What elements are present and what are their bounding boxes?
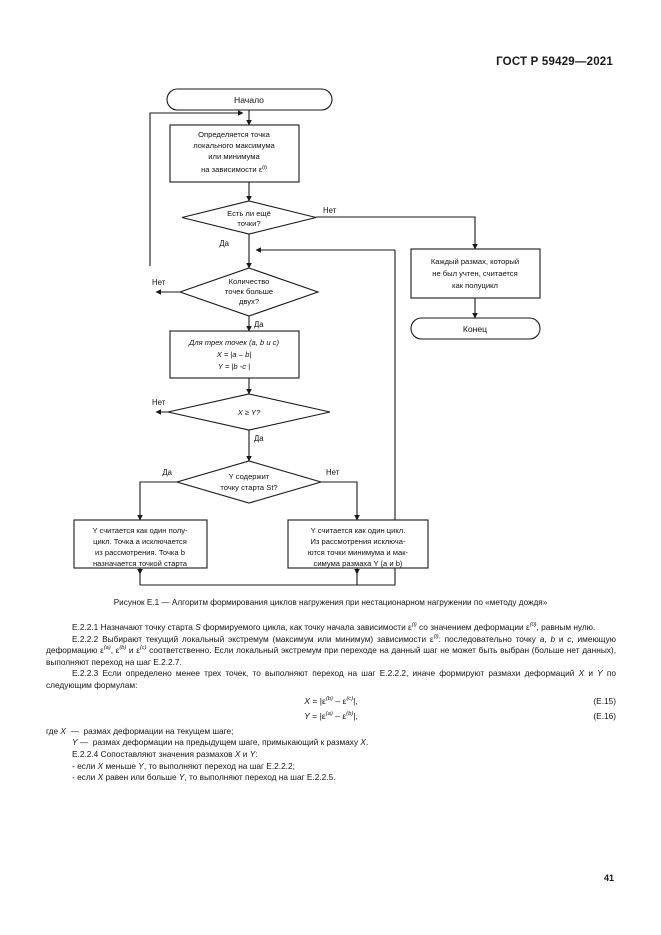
node-contains-start-line-2: точку старта St?: [220, 483, 277, 492]
node-find-point: Определяется точка локального максимума …: [169, 124, 300, 183]
node-three-points-line-2: X = |a – b|: [216, 350, 252, 359]
where-keyword: где: [46, 725, 59, 736]
paragraph-e221: Е.2.2.1 Назначают точку старта S формиру…: [72, 622, 596, 632]
figure-e1-flowchart: Начало Определяется точка локального мак…: [0, 82, 661, 592]
node-more-points-line-1: Есть ли ещё: [227, 209, 271, 218]
paragraph-e222-number: Е.2.2.2: [72, 633, 99, 644]
node-half-cycle-line-3: из рассмотрения. Точка b: [95, 548, 185, 557]
figure-caption: Рисунок Е.1 — Алгоритм формирования цикл…: [113, 598, 548, 607]
node-three-points-line-3: Y = |b -c |: [218, 362, 250, 371]
node-decision-contains-start: Y содержит точку старта St? Да Нет: [162, 460, 340, 504]
edge-contains-start-yes: [137, 481, 196, 521]
node-end-label: Конец: [463, 324, 487, 334]
node-half-cycle-line-2: цикл. Точка a исключается: [93, 537, 187, 546]
where-clause-x: где X — размах деформации на текущем шаг…: [46, 725, 234, 736]
node-contains-start-line-1: Y содержит: [229, 472, 270, 481]
node-find-point-line-4: на зависимости ε(i): [201, 165, 267, 174]
node-full-cycle-line-1: Y считается как один цикл.: [311, 526, 406, 535]
paragraph-e224: Е.2.2.4 Сопоставляют значения размахов X…: [72, 748, 258, 759]
paragraph-e224-number: Е.2.2.4: [72, 748, 99, 759]
paragraph-e221-number: Е.2.2.1: [72, 622, 99, 632]
node-decision-count: Количество точек больше двух? Нет Да: [152, 267, 320, 329]
node-full-cycle-line-2: Из рассмотрения исключа-: [310, 537, 406, 546]
formula-e16-number: (Е.16): [593, 711, 616, 722]
paragraph-e223-number: Е.2.2.3: [72, 668, 99, 679]
node-result-unaccounted: Каждый размах, который не был учтен, счи…: [410, 248, 541, 299]
edge-label-contains-start-no: Нет: [326, 468, 340, 477]
edge-label-compare-no: Нет: [152, 398, 166, 407]
paragraph-e222: Е.2.2.2 Выбирают текущий локальный экстр…: [46, 633, 616, 667]
bullet-x-less-than-y: - если X меньше Y, то выполняют переход …: [72, 760, 295, 771]
edge-loop-back-to-top: [149, 110, 244, 266]
edge-more-points-no: [316, 216, 478, 250]
bullet-x-greater-equal-y: - если X равен или больше Y, то выполняю…: [72, 772, 336, 783]
node-half-cycle-line-1: Y считается как один полу-: [92, 526, 188, 535]
edge-label-more-points-no: Нет: [323, 206, 337, 215]
node-start: Начало: [166, 88, 333, 111]
page-number: 41: [603, 873, 614, 883]
edge-label-more-points-yes: Да: [219, 239, 229, 248]
body-text-block: Е.2.2.1 Назначают точку старта S формиру…: [46, 622, 616, 784]
formula-e15-row: X = |ε(b) – ε(c)|, (Е.15): [46, 696, 616, 708]
formula-e16-row: Y = |ε(a) – ε(b)|, (Е.16): [46, 711, 616, 723]
node-start-label: Начало: [234, 95, 264, 105]
node-three-points: Для трех точек (a, b и c) X = |a – b| Y …: [169, 330, 300, 379]
node-result-full-cycle: Y считается как один цикл. Из рассмотрен…: [287, 519, 429, 569]
edge-label-compare-yes: Да: [254, 434, 264, 443]
node-result-half-cycle: Y считается как один полу- цикл. Точка a…: [73, 519, 208, 569]
node-decision-more-points: Есть ли ещё точки? Нет Да: [181, 200, 337, 248]
node-unaccounted-line-2: не был учтен, считается: [432, 269, 517, 278]
node-compare-label: X ≥ Y?: [237, 408, 261, 417]
formula-e16: Y = |ε(a) – ε(b)|,: [304, 711, 358, 722]
paragraph-e223: Е.2.2.3 Если определено менее трех точек…: [46, 668, 617, 690]
node-find-point-line-3: или минимума: [208, 152, 260, 161]
node-count-line-3: двух?: [239, 297, 259, 306]
node-decision-compare: X ≥ Y? Нет Да: [152, 393, 331, 443]
node-end: Конец: [410, 317, 541, 340]
page-header-standard-number: ГОСТ Р 59429—2021: [496, 56, 613, 68]
formula-e15-number: (Е.15): [593, 695, 616, 706]
edge-label-count-no: Нет: [152, 278, 166, 287]
edge-bottom-rail: [140, 250, 396, 586]
node-find-point-line-1: Определяется точка: [198, 130, 271, 139]
flowchart-svg: Начало Определяется точка локального мак…: [73, 88, 541, 586]
node-count-line-2: точек больше: [225, 287, 273, 296]
node-full-cycle-line-4: симума размаха Y (a и b): [314, 559, 403, 568]
node-full-cycle-line-3: ются точки минимума и мак-: [308, 548, 409, 557]
edge-contains-start-no: [303, 481, 360, 521]
node-half-cycle-line-4: назначается точкой старта: [93, 559, 188, 568]
edge-label-count-yes: Да: [254, 320, 264, 329]
node-unaccounted-line-3: как полуцикл: [452, 281, 498, 290]
node-more-points-line-2: точки?: [237, 219, 260, 228]
node-find-point-line-2: локального максимума: [193, 141, 275, 150]
node-unaccounted-line-1: Каждый размах, который: [431, 257, 519, 266]
where-clause-y: Y — размах деформации на предыдущем шаге…: [72, 737, 369, 748]
edge-label-contains-start-yes: Да: [162, 468, 172, 477]
node-three-points-line-1: Для трех точек (a, b и c): [188, 338, 279, 347]
formula-e15: X = |ε(b) – ε(c)|,: [304, 695, 358, 706]
node-count-line-1: Количество: [229, 277, 270, 286]
